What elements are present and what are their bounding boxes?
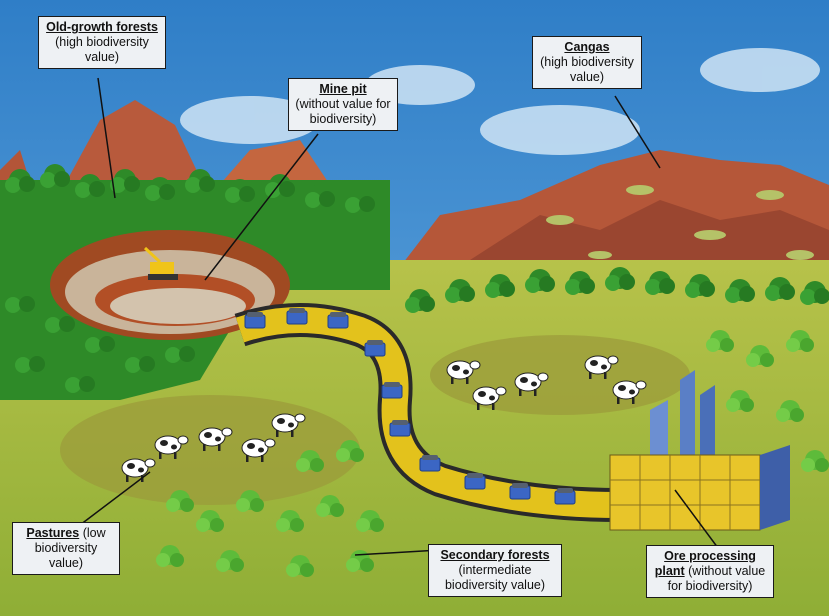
old-growth-title: Old-growth forests	[46, 20, 158, 34]
conveyor-belt	[234, 303, 621, 522]
old-growth-forests-label: Old-growth forests (high biodiversity va…	[38, 16, 166, 69]
mine-pit-label: Mine pit (without value for biodiversity…	[288, 78, 398, 131]
ore-plant-desc: (without value for biodiversity)	[667, 564, 766, 593]
old-growth-desc: (high biodiversity value)	[55, 35, 149, 64]
pastures-title: Pastures	[26, 526, 80, 540]
pastures-desc: (low biodiversity value)	[34, 526, 106, 570]
cangas-label: Cangas (high biodiversity value)	[532, 36, 642, 89]
pastures-label: Pastures (low biodiversity value)	[12, 522, 120, 575]
clouds	[180, 48, 820, 155]
mine-pit-title: Mine pit	[319, 82, 367, 96]
mine-pit-desc: (without value for biodiversity)	[295, 97, 391, 126]
secondary-forests-label: Secondary forests (intermediate biodiver…	[428, 544, 562, 597]
cangas-title: Cangas	[564, 40, 610, 54]
ore-processing-plant-label: Ore processing plant (without value for …	[646, 545, 774, 598]
ore-processing-plant	[609, 370, 790, 531]
secondary-desc: (intermediate biodiversity value)	[444, 563, 546, 592]
mine-pit	[50, 230, 290, 340]
secondary-title: Secondary forests	[440, 548, 550, 562]
ore-plant-title: Ore processing plant	[654, 549, 756, 578]
cangas-desc: (high biodiversity value)	[540, 55, 634, 84]
